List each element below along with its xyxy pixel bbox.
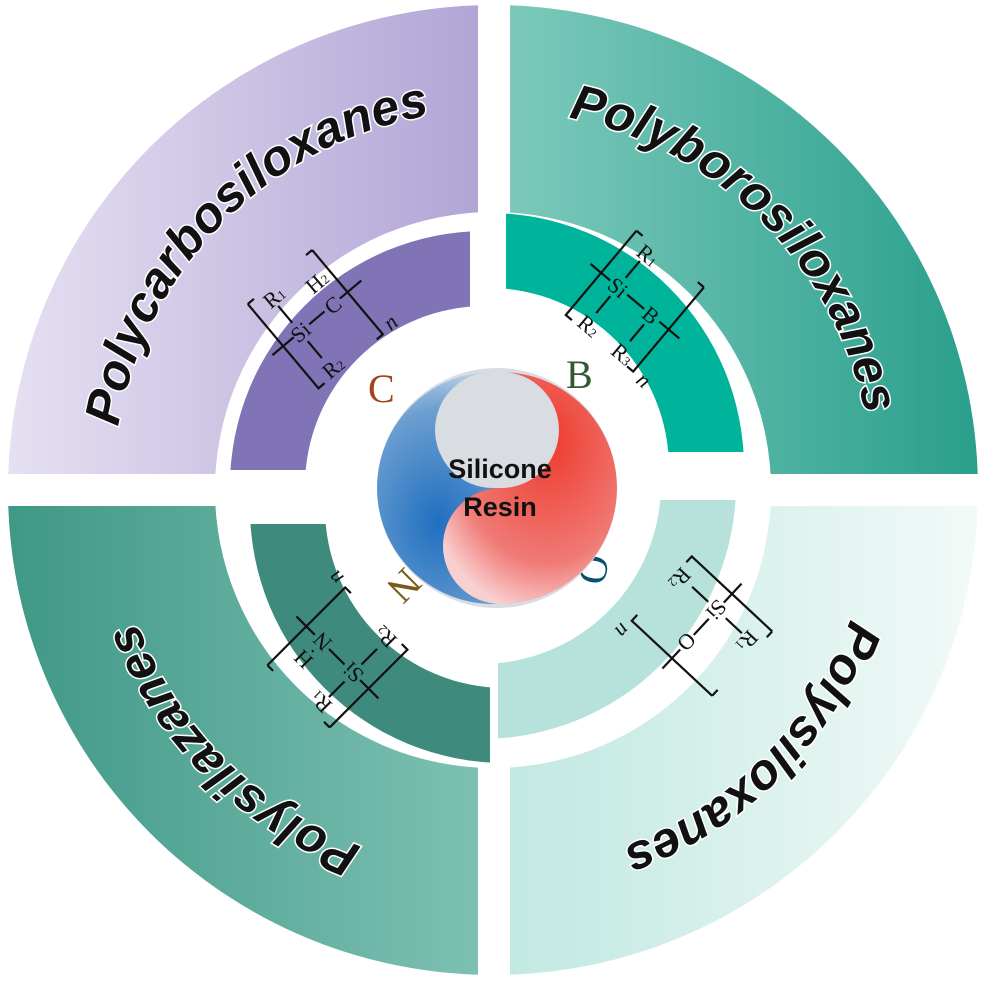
outer-ring [8, 5, 978, 975]
inner-segment-carbon [230, 231, 470, 470]
silicone-resin-center: Silicone Resin [377, 368, 617, 608]
outer-segment-polyborosiloxanes [510, 5, 978, 474]
center-red-half [443, 372, 617, 604]
element-letter-b: B [566, 352, 593, 397]
element-letter-c: C [368, 366, 395, 411]
outer-segment-polycarbosiloxanes [8, 5, 478, 474]
inner-segment-oxygen [498, 500, 736, 739]
inner-segment-boron [506, 213, 744, 452]
outer-segment-polysiloxanes [510, 506, 978, 975]
center-title-line1: Silicone [448, 454, 552, 484]
outer-segment-polysilazanes [8, 506, 478, 975]
inner-segment-nitrogen [250, 524, 490, 763]
inner-ring [230, 213, 744, 763]
center-title-line2: Resin [463, 492, 537, 522]
